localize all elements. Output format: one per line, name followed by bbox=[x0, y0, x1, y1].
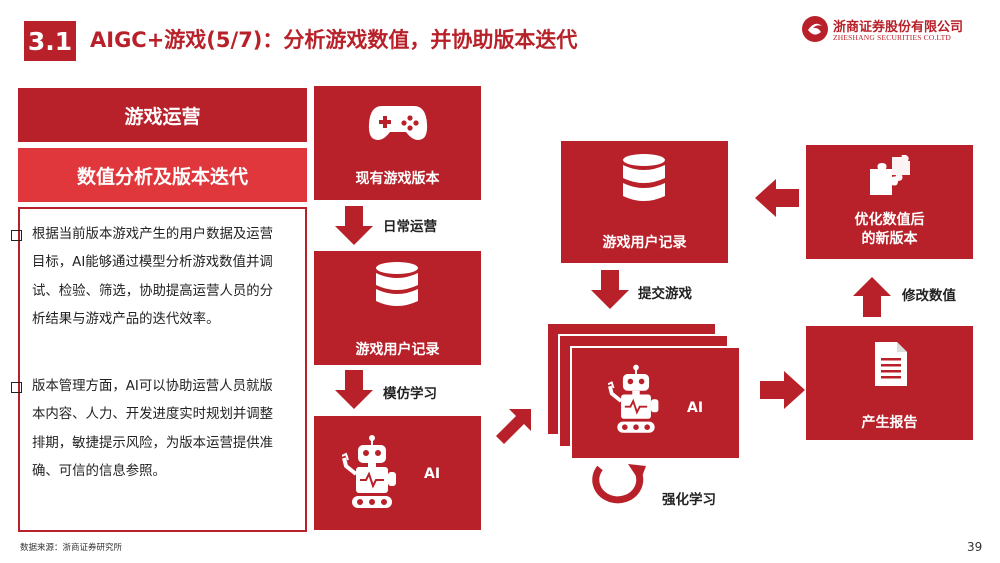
bullet-item: 版本管理方面，AI可以协助运营人员就版本内容、人力、开发进度实时规划并调整排期，… bbox=[10, 373, 280, 487]
submit-game-label: 提交游戏 bbox=[638, 286, 692, 302]
user-records-right-label: 游戏用户记录 bbox=[602, 235, 687, 251]
game-operations-tag: 游戏运营 bbox=[18, 88, 307, 142]
ai-center-label: AI bbox=[687, 400, 704, 416]
database-icon bbox=[623, 154, 665, 201]
new-version-label: 优化数值后 的新版本 bbox=[806, 211, 973, 249]
bullet-square-icon bbox=[11, 230, 22, 241]
user-records-right-box: 游戏用户记录 bbox=[561, 141, 728, 263]
arrow-left-icon bbox=[755, 179, 799, 217]
arrow-up-right-icon bbox=[496, 409, 531, 444]
ai-left-box: AI bbox=[314, 416, 481, 530]
new-version-line1: 优化数值后 bbox=[854, 212, 925, 228]
puzzle-icon bbox=[870, 155, 910, 195]
database-icon bbox=[376, 262, 418, 306]
new-version-line2: 的新版本 bbox=[861, 231, 918, 247]
bullet-square-icon bbox=[11, 382, 22, 393]
page-number: 39 bbox=[967, 540, 983, 554]
robot-icon bbox=[608, 364, 659, 433]
reinforcement-learning-label: 强化学习 bbox=[662, 492, 716, 508]
robot-icon bbox=[342, 435, 396, 508]
ai-center-box: AI bbox=[570, 346, 741, 460]
section-number: 3.1 bbox=[24, 21, 76, 61]
value-analysis-tag: 数值分析及版本迭代 bbox=[18, 148, 307, 202]
user-records-left-label: 游戏用户记录 bbox=[355, 342, 440, 358]
report-box: 产生报告 bbox=[806, 326, 973, 440]
document-icon bbox=[875, 342, 907, 386]
current-version-box: 现有游戏版本 bbox=[314, 86, 481, 200]
company-name-cn: 浙商证券股份有限公司 bbox=[833, 20, 964, 35]
modify-values-label: 修改数值 bbox=[902, 288, 956, 304]
arrow-down-icon bbox=[335, 206, 373, 245]
arrow-up-icon bbox=[853, 277, 891, 317]
user-records-left-box: 游戏用户记录 bbox=[314, 251, 481, 365]
report-label: 产生报告 bbox=[861, 415, 918, 431]
data-source: 数据来源：浙商证券研究所 bbox=[20, 543, 123, 553]
company-logo-icon bbox=[802, 16, 828, 42]
company-name-en: ZHESHANG SECURITIES CO.LTD bbox=[833, 33, 952, 42]
new-version-box: 优化数值后 的新版本 bbox=[806, 145, 973, 259]
arrow-down-icon bbox=[591, 270, 629, 309]
ai-left-label: AI bbox=[424, 466, 441, 482]
cycle-arrow-icon bbox=[592, 464, 646, 504]
bullet-item: 根据当前版本游戏产生的用户数据及运营目标，AI能够通过模型分析游戏数值并调试、检… bbox=[10, 221, 280, 335]
current-version-label: 现有游戏版本 bbox=[355, 171, 440, 187]
bullet-text: 版本管理方面，AI可以协助运营人员就版本内容、人力、开发进度实时规划并调整排期，… bbox=[32, 379, 274, 480]
imitation-learning-label: 模仿学习 bbox=[383, 386, 437, 402]
page-title: AIGC+游戏(5/7)：分析游戏数值，并协助版本迭代 bbox=[90, 28, 578, 52]
gamepad-icon bbox=[368, 106, 428, 140]
daily-ops-label: 日常运营 bbox=[383, 219, 437, 235]
description-box bbox=[18, 207, 307, 532]
bullet-text: 根据当前版本游戏产生的用户数据及运营目标，AI能够通过模型分析游戏数值并调试、检… bbox=[32, 227, 274, 328]
arrow-down-icon bbox=[335, 370, 373, 409]
arrow-right-icon bbox=[760, 371, 805, 409]
